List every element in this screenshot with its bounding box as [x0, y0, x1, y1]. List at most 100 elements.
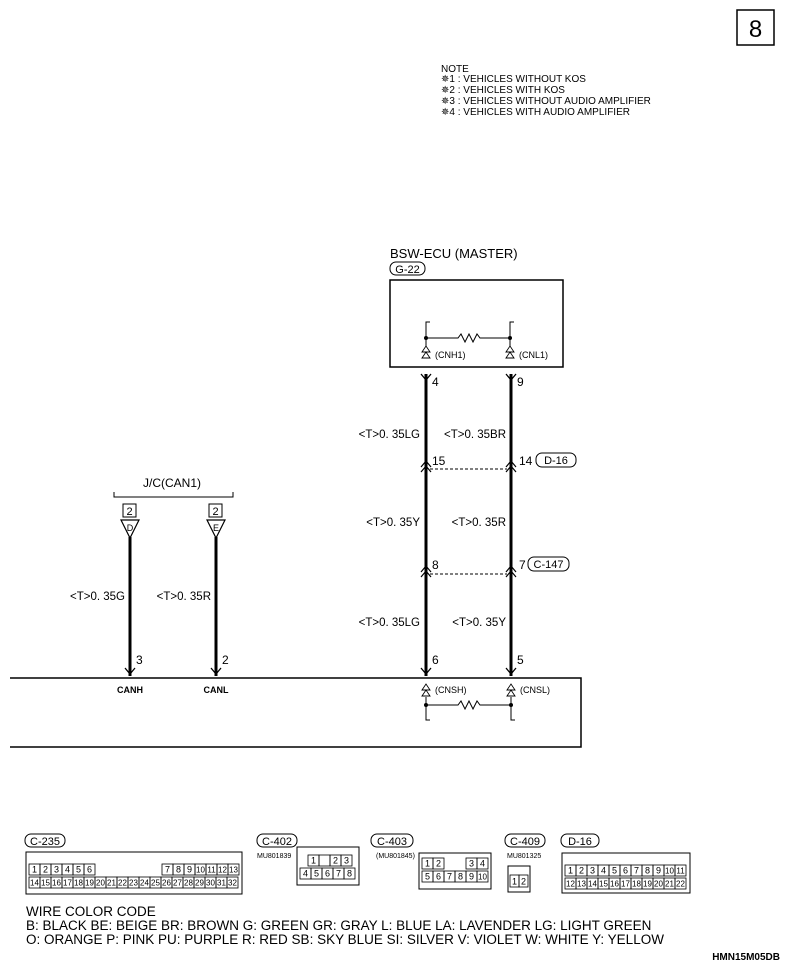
wire-color-code-line1: B: BLACK BE: BEIGE BR: BROWN G: GREEN GR… [26, 918, 652, 933]
wire-color-code-title: WIRE COLOR CODE [26, 904, 156, 919]
d16-pin-label: 16 [610, 880, 619, 889]
c235-housing [25, 851, 243, 895]
c402-pin-label: 2 [333, 856, 338, 866]
d16-cell [674, 877, 687, 890]
c403-pin-label: 6 [436, 872, 441, 882]
page-number-box [736, 9, 775, 46]
c402-cell [318, 854, 331, 867]
canl-label: CANL [204, 685, 229, 695]
c235-pin-label: 31 [217, 879, 226, 888]
note-title: NOTE [441, 64, 469, 75]
c235-pin-label: 19 [85, 879, 94, 888]
c402-cell [340, 854, 353, 867]
c402-pin-label: 3 [344, 856, 349, 866]
wire-label-right-mid: <T>0. 35R [452, 517, 506, 529]
jc-left-pin: 2 [126, 506, 132, 518]
c235-cell [226, 876, 239, 889]
c235-pin-label: 11 [207, 866, 216, 875]
wire-label-left-mid: <T>0. 35Y [366, 517, 420, 529]
wire-label-left-bot: <T>0. 35LG [359, 617, 420, 629]
c402-pin-label: 4 [303, 869, 308, 879]
c235-pin-label: 16 [52, 879, 61, 888]
c235-cell [227, 863, 240, 876]
c235-pin-label: 12 [218, 866, 227, 875]
pin-bottom-cnsh: 6 [432, 653, 439, 667]
c403-pin-label: 5 [425, 872, 430, 882]
d16-tag-frame [535, 452, 577, 468]
d16-pin-label: 9 [656, 866, 661, 876]
d16-housing [561, 852, 691, 894]
d16-pin-label: 4 [601, 866, 606, 876]
d16-pin-label: 19 [643, 880, 652, 889]
can-wires [124, 373, 517, 676]
c403-name: C-403 [377, 836, 407, 848]
d16-pin-label: 3 [590, 866, 595, 876]
d16-pin-label: 8 [645, 866, 650, 876]
pin-bottom-canh: 3 [136, 653, 143, 667]
c402-cell [343, 867, 356, 880]
jc-right-pin: 2 [212, 506, 218, 518]
cnsh-label: (CNSH) [435, 685, 467, 695]
c235-cell [83, 863, 96, 876]
c403-pin-label: 8 [458, 872, 463, 882]
c409-cell [518, 874, 529, 888]
d16-pin-label: 11 [676, 867, 685, 876]
c147-tag-frame [527, 556, 570, 572]
c409-housing [507, 865, 531, 893]
c235-pin-label: 14 [30, 879, 39, 888]
c235-pin-label: 13 [229, 866, 238, 875]
g22-tag: G-22 [395, 264, 419, 276]
pin-c147-right: 7 [519, 558, 526, 572]
ecu-termination-resistor [426, 332, 510, 344]
c235-pin-label: 7 [165, 865, 170, 875]
c235-pin-label: 1 [32, 865, 37, 875]
c235-pin-label: 25 [151, 879, 160, 888]
jc-right-letter: E [213, 523, 219, 533]
c235-pin-label: 2 [43, 865, 48, 875]
d16-pin-label: 15 [599, 880, 608, 889]
pin-d16-left: 15 [432, 454, 446, 468]
canh-label: CANH [117, 685, 143, 695]
c235-pin-label: 20 [96, 879, 105, 888]
d16-pin-label: 14 [588, 880, 597, 889]
d16-pin-label: 20 [654, 880, 663, 889]
c402-name: C-402 [262, 836, 292, 848]
c403-pin-label: 1 [425, 859, 430, 869]
d16-pin-label: 6 [623, 866, 628, 876]
c409-part: MU801325 [507, 853, 541, 860]
c402-pin-label: 5 [314, 869, 319, 879]
c402-pin-label: 1 [311, 856, 316, 866]
d16-pin-label: 7 [634, 866, 639, 876]
d16-pin-label: 10 [665, 867, 674, 876]
footer-code: HMN15M05DB [712, 952, 780, 963]
wire-label-canh: <T>0. 35G [70, 591, 125, 603]
c403-pin-label: 10 [478, 873, 487, 882]
g22-tag-frame [389, 261, 426, 276]
c235-pin-label: 3 [54, 865, 59, 875]
d16-pin-label: 21 [665, 880, 674, 889]
d16-pin-label: 2 [579, 866, 584, 876]
c235-pin-label: 32 [228, 879, 237, 888]
c403-cell [432, 857, 445, 870]
d16-pin-label: 12 [566, 880, 575, 889]
c403-pin-label: 2 [436, 859, 441, 869]
c235-pin-label: 8 [176, 865, 181, 875]
c403-pin-label: 3 [469, 859, 474, 869]
d16-name: D-16 [568, 836, 592, 848]
cnl1-label: (CNL1) [519, 350, 548, 360]
c235-pin-label: 6 [87, 865, 92, 875]
c409-pin-label: 2 [521, 877, 526, 887]
cnh1-label: (CNH1) [435, 350, 466, 360]
pin-ecu-left: 4 [432, 375, 439, 389]
d16-left-mark [420, 460, 432, 473]
c403-cell [476, 857, 489, 870]
bsw-ecu-box [389, 279, 564, 368]
c235-pin-label: 27 [173, 879, 182, 888]
c235-pin-label: 18 [74, 879, 83, 888]
bsw-ecu: BSW-ECU (MASTER) G-22 (CNH1) (CNL1) [389, 246, 564, 368]
c403-pin-label: 7 [447, 872, 452, 882]
pin-bottom-cnsl: 5 [517, 653, 524, 667]
page-number: 8 [749, 16, 762, 43]
